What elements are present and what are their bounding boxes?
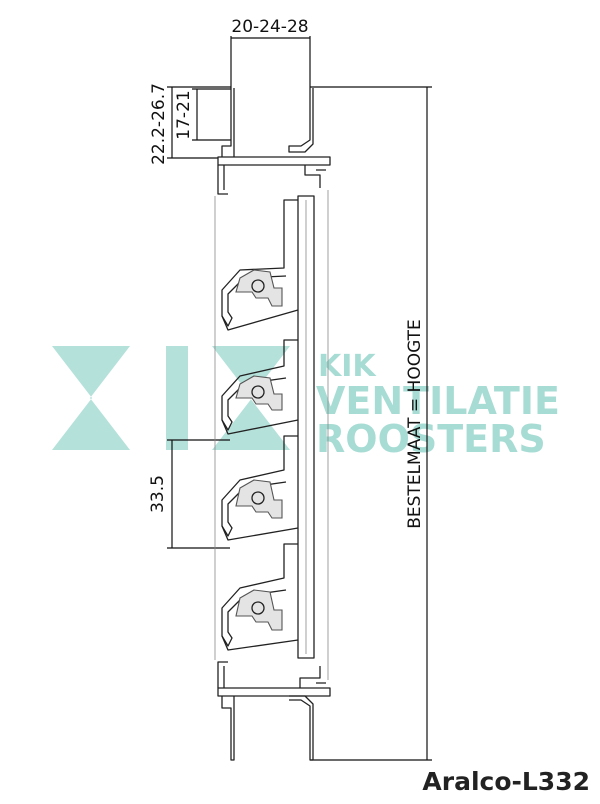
watermark-bar bbox=[166, 346, 188, 450]
dimension-blade-pitch: 33.5 bbox=[148, 439, 230, 549]
watermark-line-2: ROOSTERS bbox=[316, 417, 546, 461]
bottom-right-leg bbox=[289, 695, 314, 761]
top-frame bbox=[217, 156, 331, 166]
top-right-leg bbox=[288, 88, 314, 153]
dimension-left-heights: 22.2-26.7 17-21 bbox=[149, 83, 231, 165]
watermark-line-1: VENTILATIE bbox=[316, 379, 560, 423]
frame-profile bbox=[214, 88, 331, 761]
total-height-label: BESTELMAAT = HOOGTE bbox=[405, 319, 425, 529]
top-right-clip bbox=[304, 165, 326, 188]
blade-clip bbox=[235, 375, 283, 411]
blade-clip bbox=[235, 479, 283, 519]
bottom-right-clip bbox=[299, 666, 326, 688]
louvre-blade-4 bbox=[221, 543, 299, 651]
louvre-blade-3 bbox=[221, 435, 299, 541]
blade-clip bbox=[235, 269, 283, 307]
louvre-blade-2 bbox=[221, 339, 299, 435]
inner-height-label: 17-21 bbox=[174, 90, 194, 139]
dimension-top-width: 20-24-28 bbox=[230, 17, 311, 88]
top-left-leg bbox=[221, 88, 235, 159]
outer-height-label: 22.2-26.7 bbox=[149, 83, 169, 165]
dimension-total-height: BESTELMAAT = HOOGTE bbox=[310, 86, 432, 761]
model-label: Aralco-L332 bbox=[422, 767, 590, 796]
watermark-chevron-left bbox=[52, 346, 130, 450]
bottom-frame bbox=[217, 687, 331, 697]
bottom-left-leg bbox=[221, 696, 235, 761]
blade-pitch-label: 33.5 bbox=[148, 475, 168, 513]
bottom-frame-return bbox=[217, 661, 228, 688]
blade-clip bbox=[235, 589, 283, 631]
top-width-label: 20-24-28 bbox=[231, 17, 308, 37]
louvre-blade-1 bbox=[221, 199, 299, 331]
top-frame-return bbox=[217, 165, 228, 195]
